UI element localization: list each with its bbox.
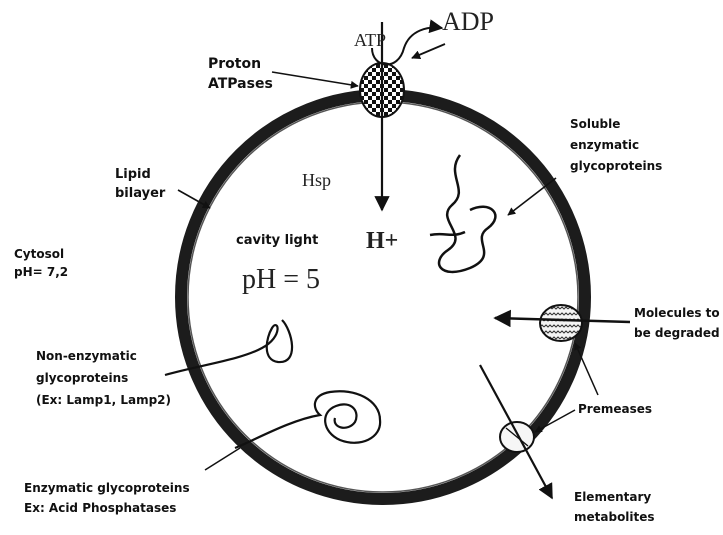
adp-label: ADP [442,7,494,36]
lipid-bilayer-label: Lipid bilayer [115,167,166,201]
non-enzymatic-label: Non-enzymatic glycoproteins (Ex: Lamp1, … [36,349,171,407]
molecules-degraded-label: Molecules to be degraded [634,306,723,340]
enzymatic-glyco-pointer [205,448,240,470]
hsp-label: Hsp [302,170,331,190]
h-plus-label: H+ [366,228,398,254]
proton-atpases-label: Proton ATPases [208,56,273,92]
cytosol-label: Cytosol pH= 7,2 [14,247,68,279]
adp-pointer-line [412,44,445,58]
soluble-enzymatic-label: Soluble enzymatic glycoproteins [570,117,662,173]
cavity-light-label: cavity light [236,233,318,248]
proton-atpases-pointer [272,72,358,86]
elementary-metabolites-label: Elementary metabolites [574,490,655,524]
enzymatic-glyco-label: Enzymatic glycoproteins Ex: Acid Phospha… [24,481,194,515]
premeases-label: Premeases [578,402,652,416]
degradation-transporter-icon [540,305,582,341]
premeases-pointer-1 [575,343,598,395]
ph-inside-label: pH = 5 [242,264,320,295]
atp-label: ATP [354,30,386,50]
